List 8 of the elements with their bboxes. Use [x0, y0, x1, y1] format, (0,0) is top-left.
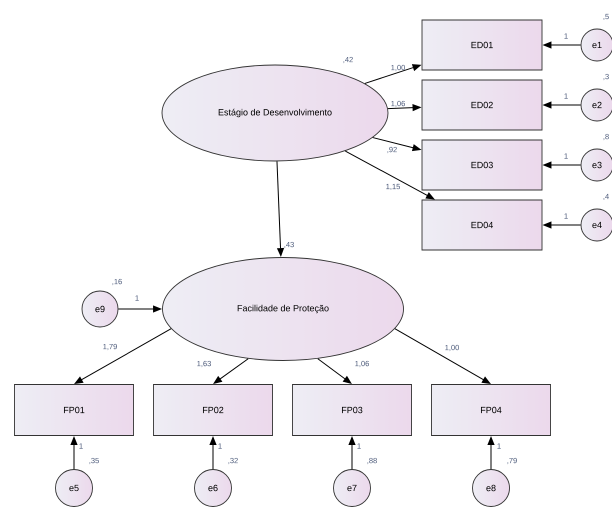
observed-variable-box: FP01 [14, 384, 134, 436]
observed-variable-box: FP04 [431, 384, 551, 436]
observed-variable-box: FP02 [153, 384, 273, 436]
observed-variable-box: ED02 [422, 80, 542, 130]
observed-variable-box: ED03 [422, 140, 542, 190]
observed-variable-box: FP03 [292, 384, 412, 436]
observed-variable-box: ED01 [422, 20, 542, 70]
observed-variable-box: ED04 [422, 200, 542, 250]
